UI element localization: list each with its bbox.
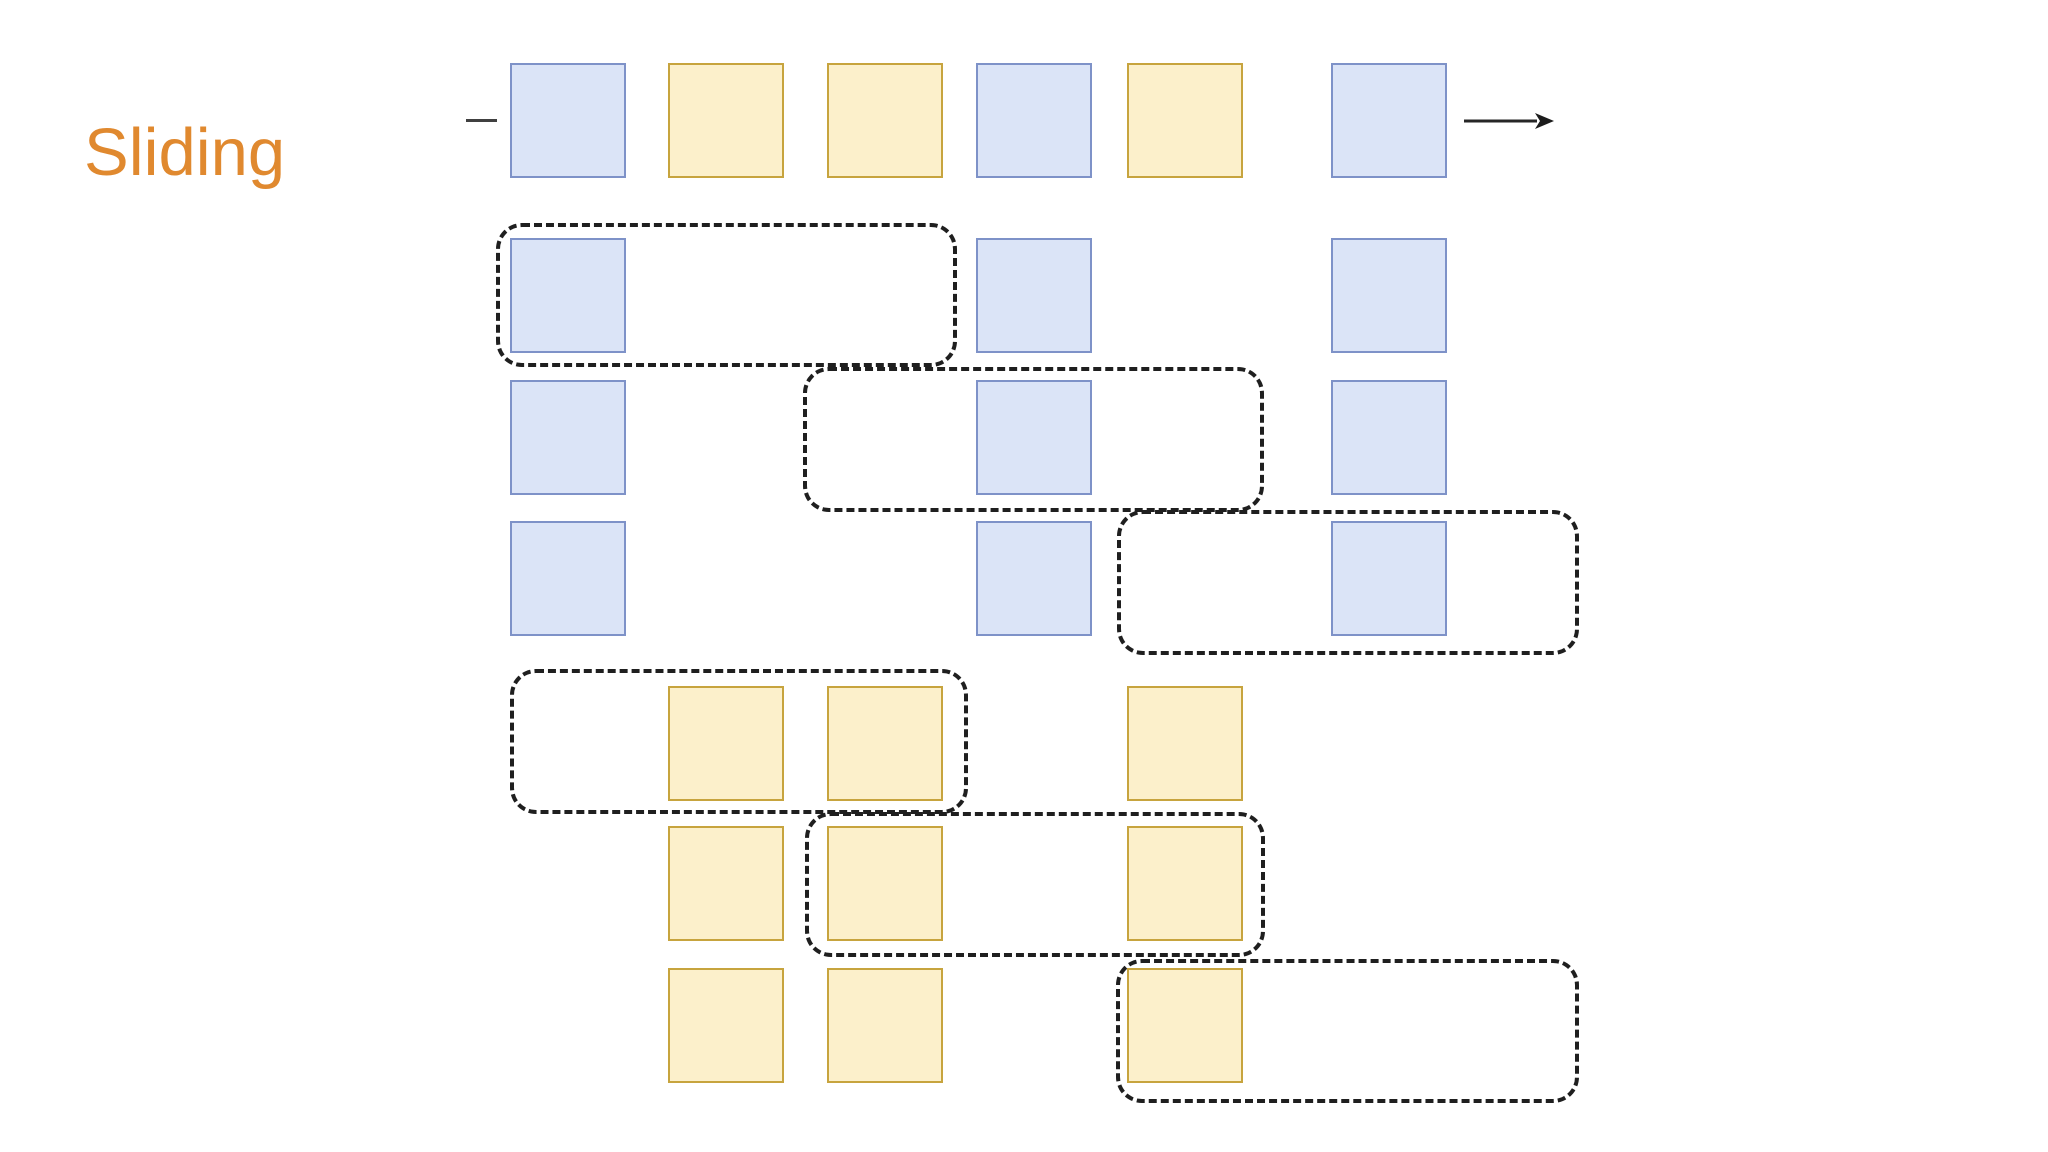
- yellow-token-r5c2: [668, 686, 784, 801]
- blue-token-r1c4: [976, 63, 1092, 178]
- sliding-window-row2-pos1-3: [496, 223, 957, 367]
- sliding-window-row7-pos5-7: [1116, 959, 1579, 1103]
- yellow-token-r6c3: [827, 826, 943, 941]
- sliding-window-row4-pos5-7: [1117, 510, 1579, 655]
- yellow-token-r7c3: [827, 968, 943, 1083]
- yellow-token-r6c5: [1127, 826, 1243, 941]
- slide-title: Sliding: [84, 115, 286, 190]
- blue-token-r4c1: [510, 521, 626, 636]
- sliding-window-row5-pos1-3: [510, 669, 968, 814]
- yellow-token-r1c2: [668, 63, 784, 178]
- blue-token-r4c6: [1331, 521, 1447, 636]
- sequence-start-dash: [466, 119, 497, 122]
- blue-token-r2c6: [1331, 238, 1447, 353]
- yellow-token-r7c2: [668, 968, 784, 1083]
- blue-token-r3c1: [510, 380, 626, 495]
- sliding-window-row3-pos3-5: [803, 367, 1264, 512]
- yellow-token-r7c5: [1127, 968, 1243, 1083]
- yellow-token-r1c3: [827, 63, 943, 178]
- blue-token-r4c4: [976, 521, 1092, 636]
- sliding-window-row6-pos3-5: [805, 812, 1265, 957]
- blue-token-r3c4: [976, 380, 1092, 495]
- yellow-token-r5c5: [1127, 686, 1243, 801]
- blue-token-r1c6: [1331, 63, 1447, 178]
- yellow-token-r5c3: [827, 686, 943, 801]
- blue-token-r2c1: [510, 238, 626, 353]
- blue-token-r2c4: [976, 238, 1092, 353]
- blue-token-r1c1: [510, 63, 626, 178]
- yellow-token-r6c2: [668, 826, 784, 941]
- yellow-token-r1c5: [1127, 63, 1243, 178]
- blue-token-r3c6: [1331, 380, 1447, 495]
- right-arrow-icon: [1464, 113, 1554, 129]
